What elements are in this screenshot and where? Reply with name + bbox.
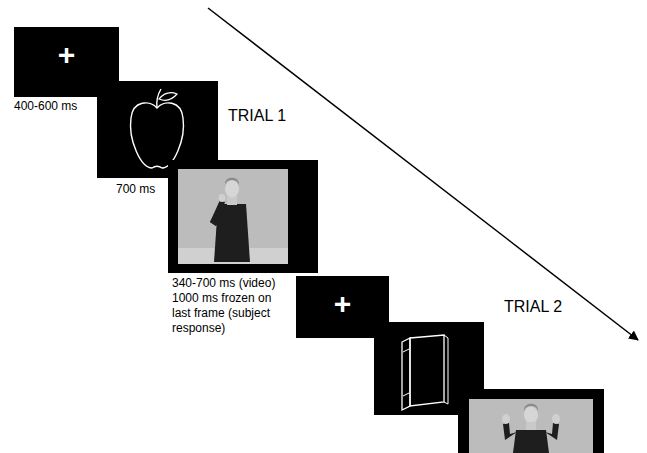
video-panel [458,389,604,453]
fixation-cross: + [296,289,389,319]
timing-label: 700 ms [116,182,155,197]
timing-label: 400-600 ms [14,99,77,114]
trial-label: TRIAL 2 [504,297,562,317]
video-panel [168,160,318,273]
trial-label: TRIAL 1 [228,106,286,126]
fixation-cross: + [14,40,119,70]
timing-label: 340-700 ms (video) 1000 ms frozen on las… [172,276,290,336]
